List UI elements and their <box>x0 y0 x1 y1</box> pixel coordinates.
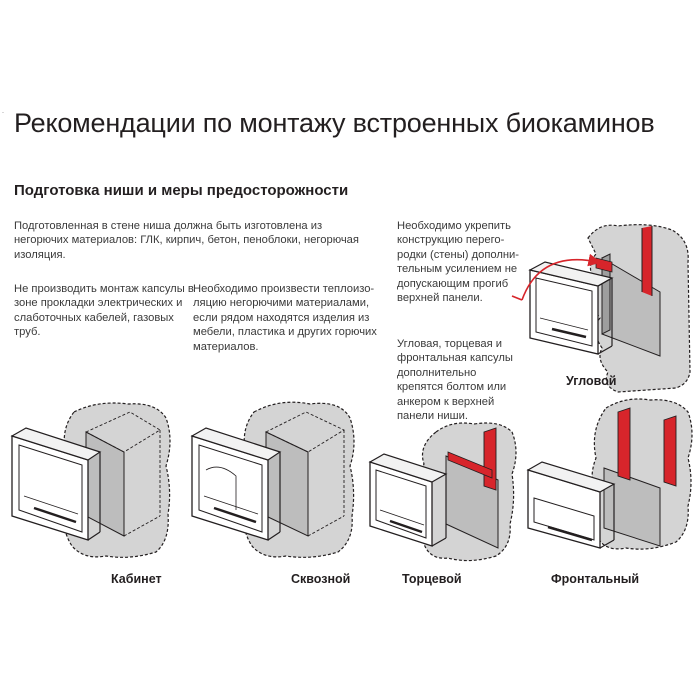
end-illustration <box>368 422 517 562</box>
corner-illustration <box>511 224 691 393</box>
page-title: Рекомендации по монтажу встроенных биока… <box>14 108 655 138</box>
corner-dot: · <box>2 110 4 116</box>
label-cabinet: Кабинет <box>111 572 162 586</box>
anchor-text: Угловая, торцевая и фронтальная капсулы … <box>397 338 513 423</box>
cables-warning-text: Не производить монтаж капсулы в зоне про… <box>14 283 194 339</box>
label-through: Сквозной <box>291 572 351 586</box>
section-subtitle: Подготовка ниши и меры предосторожности <box>14 182 349 199</box>
insulation-text: Необходимо произвести теплоизо-ляцию нег… <box>193 283 377 353</box>
label-end: Торцевой <box>402 572 462 586</box>
label-front: Фронтальный <box>551 572 640 586</box>
niche-materials-text: Подготовленная в стене ниша должна быть … <box>14 220 359 261</box>
through-illustration <box>190 401 355 558</box>
cabinet-illustration <box>10 402 171 558</box>
reinforce-text: Необходимо укрепить конструкцию перего-р… <box>397 220 520 305</box>
label-corner: Угловой <box>566 374 617 388</box>
front-illustration <box>526 398 693 550</box>
